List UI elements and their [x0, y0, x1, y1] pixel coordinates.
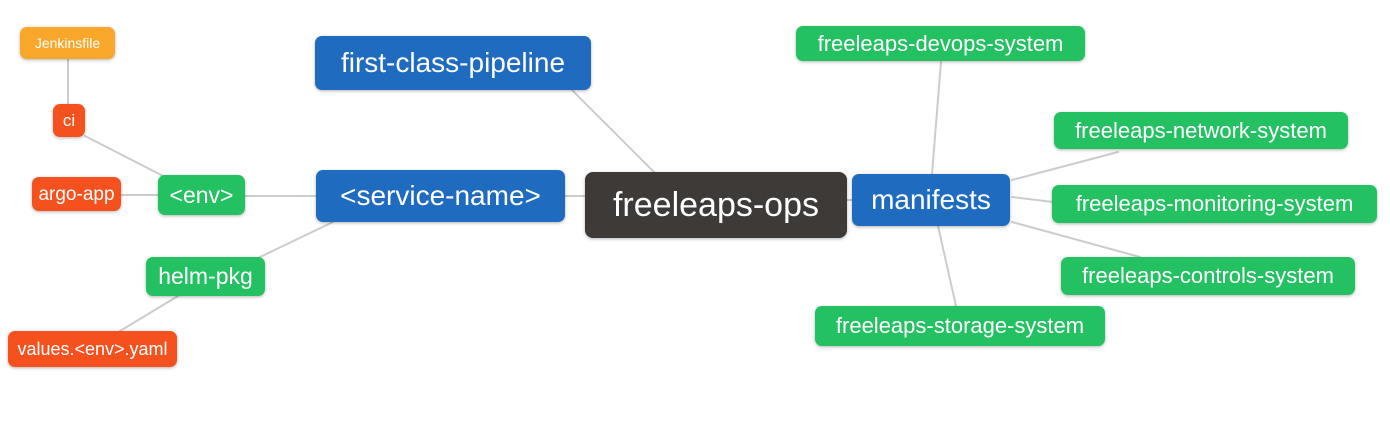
node-ci[interactable]: ci — [53, 104, 85, 137]
node-devops-system[interactable]: freeleaps-devops-system — [796, 26, 1085, 61]
edge-pipeline-freeleaps-ops — [571, 89, 656, 174]
node-argo-app[interactable]: argo-app — [32, 177, 121, 211]
node-env[interactable]: <env> — [158, 175, 245, 215]
edge-manifests-devops-system — [931, 61, 942, 175]
node-first-class-pipeline[interactable]: first-class-pipeline — [315, 36, 591, 90]
edge-manifests-monitoring-system — [1011, 196, 1054, 203]
edge-values-helm-pkg — [119, 295, 179, 332]
node-storage-system[interactable]: freeleaps-storage-system — [815, 306, 1105, 346]
edge-helm-pkg-service-name — [259, 221, 334, 258]
node-freeleaps-ops[interactable]: freeleaps-ops — [585, 172, 847, 238]
node-controls-system[interactable]: freeleaps-controls-system — [1061, 257, 1355, 295]
node-manifests[interactable]: manifests — [852, 174, 1010, 226]
node-service-name[interactable]: <service-name> — [316, 170, 565, 222]
node-network-system[interactable]: freeleaps-network-system — [1054, 112, 1348, 149]
edge-manifests-network-system — [1011, 151, 1119, 181]
node-jenkinsfile[interactable]: Jenkinsfile — [20, 27, 115, 59]
edge-ci-env — [84, 135, 166, 178]
edge-manifests-storage-system — [937, 225, 957, 307]
edge-manifests-controls-system — [1011, 221, 1141, 258]
node-helm-pkg[interactable]: helm-pkg — [146, 257, 265, 296]
node-values-env-yaml[interactable]: values.<env>.yaml — [8, 331, 177, 367]
node-monitoring-system[interactable]: freeleaps-monitoring-system — [1052, 185, 1377, 223]
